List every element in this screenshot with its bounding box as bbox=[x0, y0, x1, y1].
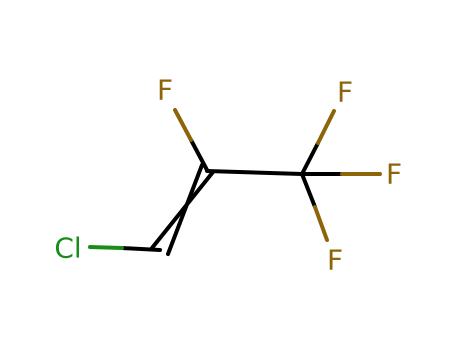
bond-c1-c2-line-a bbox=[150, 170, 215, 250]
bond-c3-f-top bbox=[300, 109, 336, 176]
bond-c2-f-carbon-half bbox=[189, 138, 209, 172]
bond-c2-f bbox=[173, 108, 209, 172]
bond-c3-f-bottom-fluorine-half bbox=[313, 205, 329, 242]
bond-c1-cl-chlorine-half bbox=[88, 245, 124, 250]
atom-label-fluorine-cf3-bottom: F bbox=[327, 244, 343, 277]
atom-label-fluorine-cf3-right: F bbox=[386, 158, 402, 191]
bond-c2-f-fluorine-half bbox=[173, 108, 193, 142]
atom-label-fluorine-c2: F bbox=[157, 74, 173, 107]
bond-c1-cl-carbon-half bbox=[120, 246, 162, 252]
bond-c3-f-bottom bbox=[300, 172, 329, 242]
bond-c1-c2-double bbox=[150, 163, 215, 256]
bond-c1-cl bbox=[88, 245, 162, 252]
bond-c3-f-bottom-carbon-half bbox=[300, 172, 317, 209]
atom-label-chlorine: Cl bbox=[54, 232, 81, 265]
bond-c1-c2-line-b bbox=[166, 163, 204, 256]
atom-label-fluorine-cf3-top: F bbox=[337, 76, 353, 109]
bond-c2-c3 bbox=[205, 169, 304, 176]
bond-c3-f-top-fluorine-half bbox=[316, 109, 336, 145]
bond-c3-f-top-carbon-half bbox=[300, 141, 320, 176]
